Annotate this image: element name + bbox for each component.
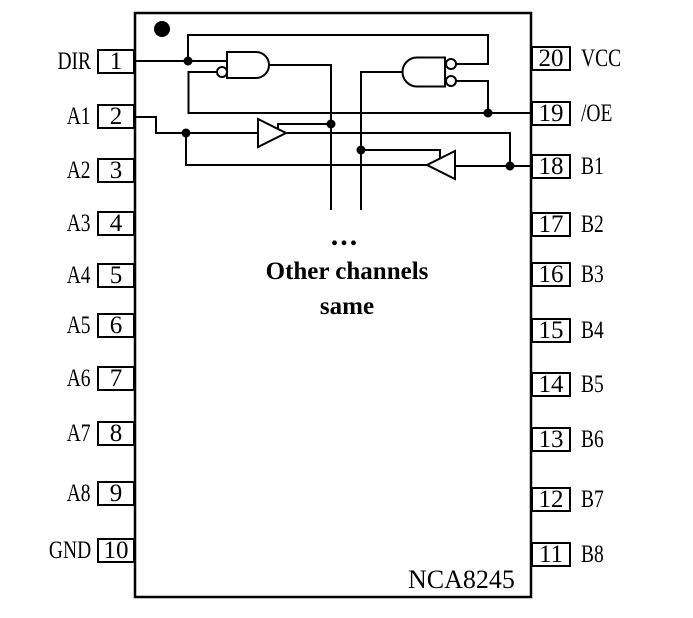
chip-outline: [133, 11, 533, 599]
gate-body: [226, 51, 270, 79]
part-number: NCA8245: [408, 565, 515, 594]
pin-label: /OE: [581, 100, 613, 127]
pin-label: A3: [67, 210, 91, 237]
pin-number-box: 4: [97, 211, 135, 236]
pin-number-box: 6: [97, 313, 135, 338]
pin-number-box: 2: [97, 104, 135, 129]
pin-label: B4: [581, 317, 604, 344]
pin-number-box: 11: [531, 542, 571, 567]
pin-label: A4: [67, 262, 91, 289]
other-channels-note-line2: same: [319, 293, 375, 320]
pin-number-box: 12: [531, 487, 571, 512]
pin-number-box: 5: [97, 263, 135, 288]
wire-gate2-enable-tap: [361, 149, 441, 159]
pin-a3: A3 4: [30, 211, 135, 236]
input-inverter-bubble-top: [445, 58, 457, 70]
wire-oe-branch: [456, 80, 489, 113]
pin-number-box: 19: [531, 101, 571, 126]
gate-body: [401, 56, 446, 88]
pin-label: A8: [67, 480, 91, 507]
junction-oe: [483, 108, 493, 118]
pin-number-box: 20: [531, 46, 571, 71]
pin-oe: 19 /OE: [531, 101, 681, 126]
pin-label: A5: [67, 312, 91, 339]
pin-a5: A5 6: [30, 313, 135, 338]
pin-number-box: 3: [97, 158, 135, 183]
pin-b2: 17 B2: [531, 212, 681, 237]
pin-label: A2: [67, 157, 91, 184]
pin-label: B8: [581, 541, 604, 568]
junction-b1: [505, 161, 515, 171]
pin-number-box: 14: [531, 372, 571, 397]
buffer-b-to-a: [424, 149, 456, 181]
wire-dir-top-rail: [187, 34, 489, 65]
junction-enable-ab: [326, 119, 336, 129]
wire-gate1-output: [269, 64, 332, 210]
pin-b6: 13 B6: [531, 427, 681, 452]
pin-b3: 16 B3: [531, 262, 681, 287]
wires: [135, 34, 531, 210]
pin-label: A7: [67, 420, 91, 447]
pin-a8: A8 9: [30, 481, 135, 506]
pin-a4: A4 5: [30, 263, 135, 288]
junction-dir: [183, 56, 193, 66]
pin-number-box: 8: [97, 421, 135, 446]
pin-a7: A7 8: [30, 421, 135, 446]
pin-number-box: 18: [531, 154, 571, 179]
junction-dots: [181, 56, 515, 171]
pin-label: B7: [581, 486, 604, 513]
pin-number-box: 1: [97, 49, 135, 74]
pin-number-box: 16: [531, 262, 571, 287]
pin-number-box: 15: [531, 318, 571, 343]
nand-gate-oe: [401, 56, 457, 88]
pin-label: DIR: [57, 48, 91, 75]
pin-label: GND: [48, 537, 91, 564]
wire-gate2-output: [360, 71, 403, 210]
pin-label: B3: [581, 261, 604, 288]
pin-dir: DIR 1: [30, 49, 135, 74]
pin-number-box: 7: [97, 366, 135, 391]
wire-oe: [187, 71, 531, 114]
pin-b5: 14 B5: [531, 372, 681, 397]
nand-gate-dir: [216, 51, 270, 79]
other-channels-note-line1: Other channels: [265, 258, 429, 285]
pin-label: A6: [67, 365, 91, 392]
pin-b4: 15 B4: [531, 318, 681, 343]
wire-a1-input: [135, 116, 259, 134]
pin-label: B1: [581, 153, 604, 180]
pin-label: VCC: [581, 45, 622, 72]
pin-gnd: GND 10: [30, 538, 135, 563]
pin-number-box: 10: [97, 538, 135, 563]
pin-number-box: 13: [531, 427, 571, 452]
junction-enable-ba: [356, 145, 366, 155]
input-inverter-bubble-bottom: [445, 75, 457, 87]
pin1-marker-dot: [154, 21, 170, 37]
pin-label: A1: [67, 103, 91, 130]
pin-label: B2: [581, 211, 604, 238]
pin-b8: 11 B8: [531, 542, 681, 567]
pin-number-box: 9: [97, 481, 135, 506]
pin-a2: A2 3: [30, 158, 135, 183]
pin-number-box: 17: [531, 212, 571, 237]
buffer-a-to-b: [257, 117, 289, 149]
pin-a1: A1 2: [30, 104, 135, 129]
wire-b-to-a-output: [185, 133, 427, 166]
pin-a6: A6 7: [30, 366, 135, 391]
pin-b1: 18 B1: [531, 154, 681, 179]
pin-b7: 12 B7: [531, 487, 681, 512]
ellipsis-text: ...: [330, 219, 360, 252]
pin-vcc: 20 VCC: [531, 46, 681, 71]
pin-label: B6: [581, 426, 604, 453]
input-inverter-bubble: [216, 66, 228, 78]
junction-a1: [181, 128, 191, 138]
pin-label: B5: [581, 371, 604, 398]
